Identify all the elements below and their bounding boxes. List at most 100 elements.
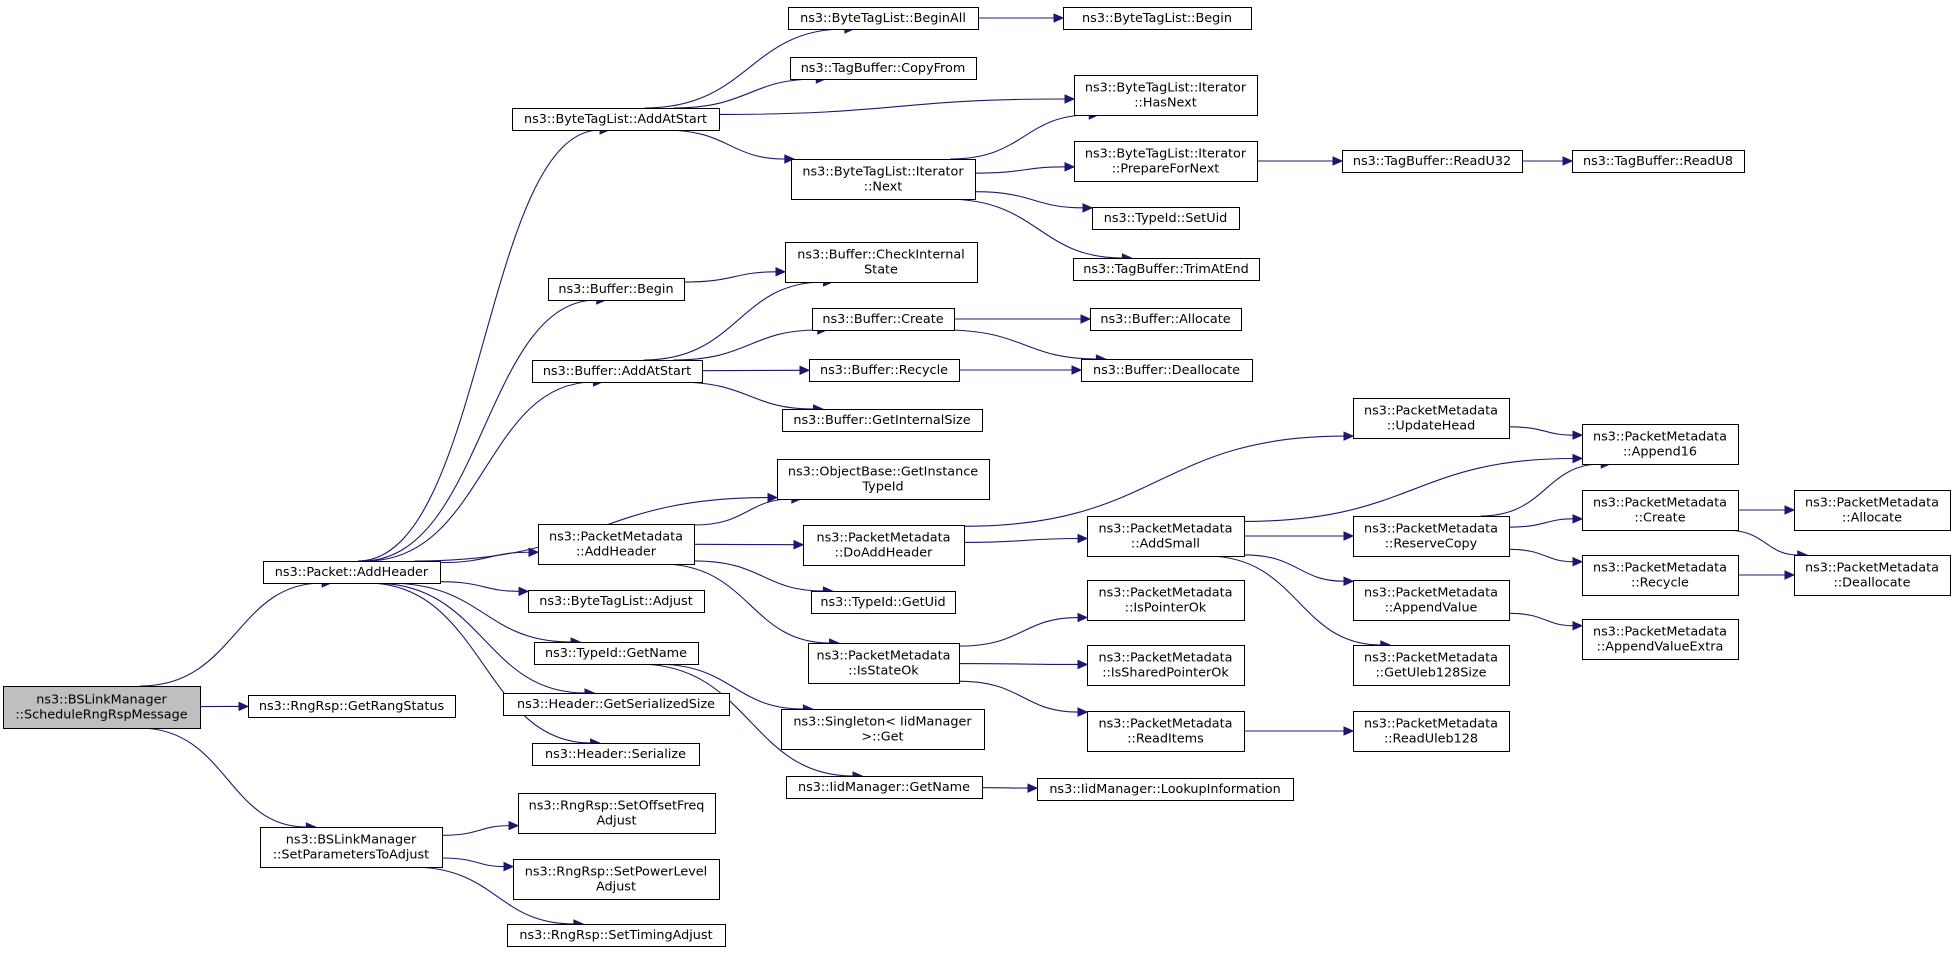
- node-singleton-get[interactable]: ns3::Singleton< IidManager>::Get: [781, 709, 985, 750]
- node-label-line: ns3::Buffer::Create: [822, 312, 943, 327]
- arrowhead-btl-addatstart-to-btl-it-hasnext: [1064, 94, 1076, 104]
- node-box: [1582, 555, 1739, 596]
- node-pm-readitems[interactable]: ns3::PacketMetadata::ReadItems: [1087, 711, 1245, 752]
- node-pm-ispointerok[interactable]: ns3::PacketMetadata::IsPointerOk: [1087, 580, 1245, 621]
- node-rngrsp-settiming[interactable]: ns3::RngRsp::SetTimingAdjust: [507, 924, 726, 947]
- node-box: [1582, 490, 1739, 531]
- node-label-line: ::IsStateOk: [848, 664, 919, 679]
- node-hdr-getsersize[interactable]: ns3::Header::GetSerializedSize: [503, 693, 730, 716]
- node-buf-addatstart[interactable]: ns3::Buffer::AddAtStart: [532, 360, 703, 383]
- call-edge-pm-addheader-to-tid-getuid: [693, 560, 824, 592]
- node-label-line: ns3::Buffer::CheckInternal: [797, 248, 964, 263]
- node-label-line: ::IsSharedPointerOk: [1102, 666, 1229, 681]
- node-pm-getuleb[interactable]: ns3::PacketMetadata::GetUleb128Size: [1353, 645, 1510, 686]
- call-edge-pm-addheader-to-ob-getinstance: [693, 498, 792, 526]
- node-label-line: ns3::PacketMetadata: [816, 531, 950, 546]
- node-label-line: ns3::Buffer::Deallocate: [1093, 363, 1240, 378]
- node-label-line: ns3::TagBuffer::TrimAtEnd: [1083, 262, 1249, 277]
- node-btl-addatstart[interactable]: ns3::ByteTagList::AddAtStart: [512, 108, 720, 131]
- node-btl-beginall[interactable]: ns3::ByteTagList::BeginAll: [788, 7, 979, 30]
- node-label-line: ns3::RngRsp::SetPowerLevel: [525, 865, 707, 880]
- node-tid-getuid[interactable]: ns3::TypeId::GetUid: [811, 591, 956, 614]
- node-tb-copyfrom[interactable]: ns3::TagBuffer::CopyFrom: [790, 57, 977, 80]
- call-edge-pm-isstateok-to-pm-issharedpointerok: [958, 662, 1079, 665]
- call-edge-btl-it-next-to-tb-trimatend: [945, 198, 1123, 259]
- arrowhead-buf-addatstart-to-buf-recycle: [799, 365, 811, 376]
- arrowhead-pm-doaddheader-to-pm-addsmall: [1077, 533, 1089, 544]
- node-btl-it-prepare[interactable]: ns3::ByteTagList::Iterator::PrepareForNe…: [1074, 141, 1258, 182]
- node-label-line: ns3::ByteTagList::Adjust: [539, 594, 692, 609]
- node-box: [812, 308, 955, 331]
- node-tb-trimatend[interactable]: ns3::TagBuffer::TrimAtEnd: [1073, 258, 1260, 281]
- node-box: [782, 409, 983, 432]
- node-btl-it-next[interactable]: ns3::ByteTagList::Iterator::Next: [791, 159, 976, 200]
- node-buf-getinternalsize[interactable]: ns3::Buffer::GetInternalSize: [782, 409, 983, 432]
- node-bsl-sched[interactable]: ns3::BSLinkManager::ScheduleRngRspMessag…: [3, 686, 201, 729]
- node-pm-readuleb[interactable]: ns3::PacketMetadata::ReadUleb128: [1353, 711, 1510, 752]
- node-pm-allocate[interactable]: ns3::PacketMetadata::Allocate: [1794, 490, 1951, 531]
- node-pm-isstateok[interactable]: ns3::PacketMetadata::IsStateOk: [808, 643, 960, 684]
- node-pm-issharedpointerok[interactable]: ns3::PacketMetadata::IsSharedPointerOk: [1087, 645, 1245, 686]
- node-tb-readu8[interactable]: ns3::TagBuffer::ReadU8: [1572, 150, 1745, 173]
- call-edge-pm-isstateok-to-pm-ispointerok: [958, 616, 1079, 647]
- arrowhead-pm-appendvalue-to-pm-appendvalueextra: [1572, 620, 1584, 631]
- node-tid-setuid[interactable]: ns3::TypeId::SetUid: [1092, 207, 1240, 230]
- node-pm-appendvalueextra[interactable]: ns3::PacketMetadata::AppendValueExtra: [1582, 619, 1739, 660]
- node-buf-deallocate[interactable]: ns3::Buffer::Deallocate: [1081, 359, 1253, 382]
- node-buf-recycle[interactable]: ns3::Buffer::Recycle: [809, 359, 960, 382]
- node-bsl-setparams[interactable]: ns3::BSLinkManager::SetParametersToAdjus…: [260, 827, 443, 868]
- node-buf-create[interactable]: ns3::Buffer::Create: [812, 308, 955, 331]
- node-label-line: ns3::PacketMetadata: [816, 649, 950, 664]
- node-label-line: ns3::ByteTagList::Iterator: [802, 165, 964, 180]
- node-rngrsp-getrang[interactable]: ns3::RngRsp::GetRangStatus: [248, 695, 456, 718]
- call-edge-pkt-addheader-to-buf-addatstart: [366, 381, 594, 562]
- node-pm-updatehead[interactable]: ns3::PacketMetadata::UpdateHead: [1353, 398, 1510, 439]
- call-edge-pkt-addheader-to-hdr-getsersize: [373, 582, 585, 694]
- call-edge-btl-it-next-to-tid-setuid: [974, 191, 1084, 209]
- node-label-line: >::Get: [861, 730, 903, 745]
- node-box: [786, 776, 983, 799]
- arrowhead-btl-it-next-to-btl-it-prepare: [1064, 162, 1076, 172]
- node-tid-getname[interactable]: ns3::TypeId::GetName: [534, 642, 699, 665]
- node-iid-getname[interactable]: ns3::IidManager::GetName: [786, 776, 983, 799]
- node-pm-recycle[interactable]: ns3::PacketMetadata::Recycle: [1582, 555, 1739, 596]
- node-box: [260, 827, 443, 868]
- node-label-line: ns3::ByteTagList::AddAtStart: [524, 112, 707, 127]
- node-btl-adjust[interactable]: ns3::ByteTagList::Adjust: [528, 590, 705, 613]
- node-box: [1353, 580, 1510, 621]
- call-edge-bsl-setparams-to-rngrsp-setpower: [441, 857, 505, 868]
- node-label-line: ns3::PacketMetadata: [1098, 651, 1232, 666]
- node-tb-readu32[interactable]: ns3::TagBuffer::ReadU32: [1342, 150, 1523, 173]
- node-label-line: ::AppendValueExtra: [1597, 640, 1724, 655]
- call-edge-pm-doaddheader-to-pm-updatehead: [963, 435, 1345, 527]
- node-label-line: ns3::Header::Serialize: [545, 747, 686, 762]
- node-pm-addsmall[interactable]: ns3::PacketMetadata::AddSmall: [1087, 516, 1245, 557]
- node-pm-addheader[interactable]: ns3::PacketMetadata::AddHeader: [538, 524, 695, 565]
- node-pm-reservecopy[interactable]: ns3::PacketMetadata::ReserveCopy: [1353, 516, 1510, 557]
- node-pm-deallocate[interactable]: ns3::PacketMetadata::Deallocate: [1794, 555, 1951, 596]
- node-pm-append16[interactable]: ns3::PacketMetadata::Append16: [1582, 424, 1739, 465]
- node-label-line: TypeId: [861, 480, 903, 495]
- node-iid-lookup[interactable]: ns3::IidManager::LookupInformation: [1037, 778, 1294, 801]
- node-buf-allocate[interactable]: ns3::Buffer::Allocate: [1090, 308, 1242, 331]
- node-label-line: ::Deallocate: [1834, 576, 1911, 591]
- node-box: [1087, 645, 1245, 686]
- node-btl-begin[interactable]: ns3::ByteTagList::Begin: [1063, 7, 1252, 30]
- node-pm-create[interactable]: ns3::PacketMetadata::Create: [1582, 490, 1739, 531]
- node-pm-appendvalue[interactable]: ns3::PacketMetadata::AppendValue: [1353, 580, 1510, 621]
- arrowhead-tb-readu32-to-tb-readu8: [1562, 156, 1574, 166]
- node-hdr-serialize[interactable]: ns3::Header::Serialize: [532, 743, 700, 766]
- node-buf-begin[interactable]: ns3::Buffer::Begin: [548, 278, 685, 301]
- node-label-line: ns3::PacketMetadata: [1364, 651, 1498, 666]
- node-box: [1582, 424, 1739, 465]
- node-pm-doaddheader[interactable]: ns3::PacketMetadata::DoAddHeader: [803, 525, 965, 566]
- node-box: [528, 590, 705, 613]
- node-box: [548, 278, 685, 301]
- node-btl-it-hasnext[interactable]: ns3::ByteTagList::Iterator::HasNext: [1074, 75, 1258, 116]
- node-pkt-addheader[interactable]: ns3::Packet::AddHeader: [263, 561, 441, 584]
- arrowhead-pm-addsmall-to-pm-append16: [1572, 453, 1584, 464]
